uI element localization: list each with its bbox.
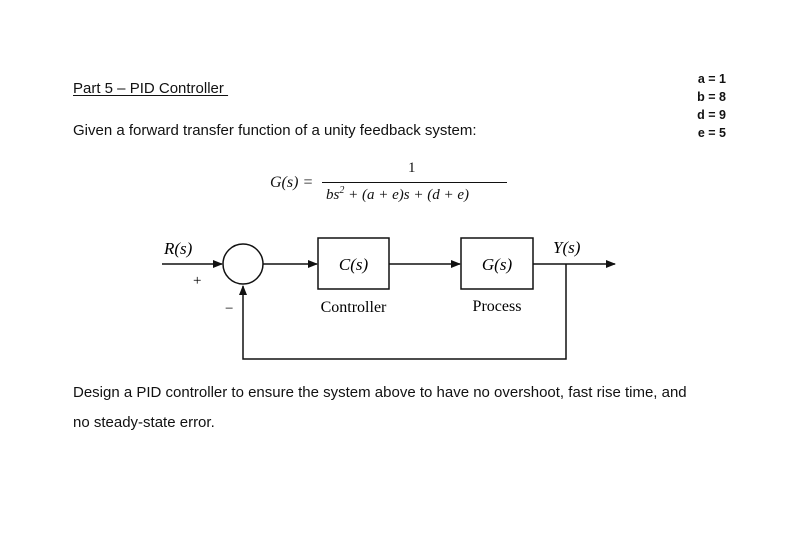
task-text-line2: no steady-state error. — [73, 414, 215, 431]
summing-junction — [222, 243, 264, 285]
process-block-label: G(s) — [482, 255, 513, 274]
equation-numerator: 1 — [408, 160, 416, 176]
denominator-term1: bs — [326, 187, 340, 203]
denominator-term2: + (a + e)s + (d + e) — [344, 187, 469, 203]
process-caption: Process — [473, 298, 522, 315]
equation-denominator: bs2 + (a + e)s + (d + e) — [326, 185, 469, 204]
equation-lhs: G(s) = — [270, 174, 314, 191]
denominator-exponent: 2 — [339, 185, 345, 196]
task-text-line1: Design a PID controller to ensure the sy… — [73, 384, 687, 401]
param-e: e = 5 — [697, 126, 726, 140]
controller-caption: Controller — [321, 299, 387, 316]
input-label: R(s) — [163, 239, 193, 258]
parameter-list: a = 1 b = 8 d = 9 e = 5 — [666, 70, 726, 142]
plus-sign: + — [193, 273, 201, 289]
param-a: a = 1 — [697, 72, 726, 86]
intro-text: Given a forward transfer function of a u… — [73, 122, 477, 139]
fraction-bar — [322, 182, 507, 183]
param-d: d = 9 — [697, 108, 726, 122]
output-label: Y(s) — [553, 238, 581, 257]
param-b: b = 8 — [697, 90, 726, 104]
process-block — [460, 237, 534, 290]
controller-block-label: C(s) — [339, 255, 369, 274]
section-heading: Part 5 – PID Controller — [73, 80, 229, 97]
feedback-path — [239, 264, 567, 360]
minus-sign: − — [225, 301, 233, 317]
